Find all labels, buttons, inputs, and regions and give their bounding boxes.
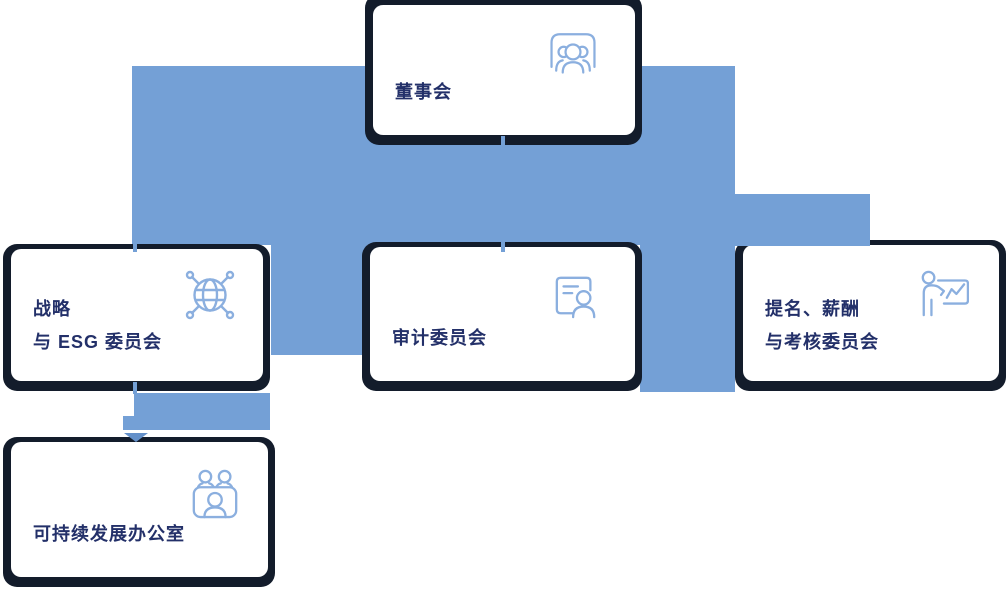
node-audit: 审计委员会	[362, 242, 642, 391]
node-strategy-esg: 战略 与 ESG 委员会	[3, 244, 270, 391]
globe-network-icon	[181, 265, 239, 323]
connector-band-to-sustainability	[134, 393, 270, 430]
presenter-chart-icon	[915, 269, 969, 317]
connector-band-step	[123, 416, 136, 430]
node-strategy-esg-label: 战略 与 ESG 委员会	[33, 299, 163, 352]
connector-line-strategy-to-band	[133, 382, 137, 394]
node-board: 董事会	[365, 0, 642, 145]
node-nomination-remuneration: 提名、薪酬 与考核委员会	[735, 240, 1006, 391]
board-people-icon	[545, 27, 601, 75]
auditor-profile-icon	[552, 273, 600, 319]
meeting-people-icon	[189, 466, 241, 520]
node-sustainability-office: 可持续发展办公室	[3, 437, 275, 587]
arrow-down-icon	[124, 433, 148, 442]
node-audit-label: 审计委员会	[392, 328, 487, 348]
node-sustainability-label: 可持续发展办公室	[33, 524, 185, 544]
node-board-label: 董事会	[395, 82, 452, 102]
connector-line-band-to-strategy	[133, 240, 137, 252]
connector-column-left-gap	[271, 66, 367, 355]
connector-line-board-to-audit	[501, 136, 505, 252]
connector-arm-to-nomination	[640, 194, 870, 246]
node-nomination-label: 提名、薪酬 与考核委员会	[765, 299, 879, 352]
